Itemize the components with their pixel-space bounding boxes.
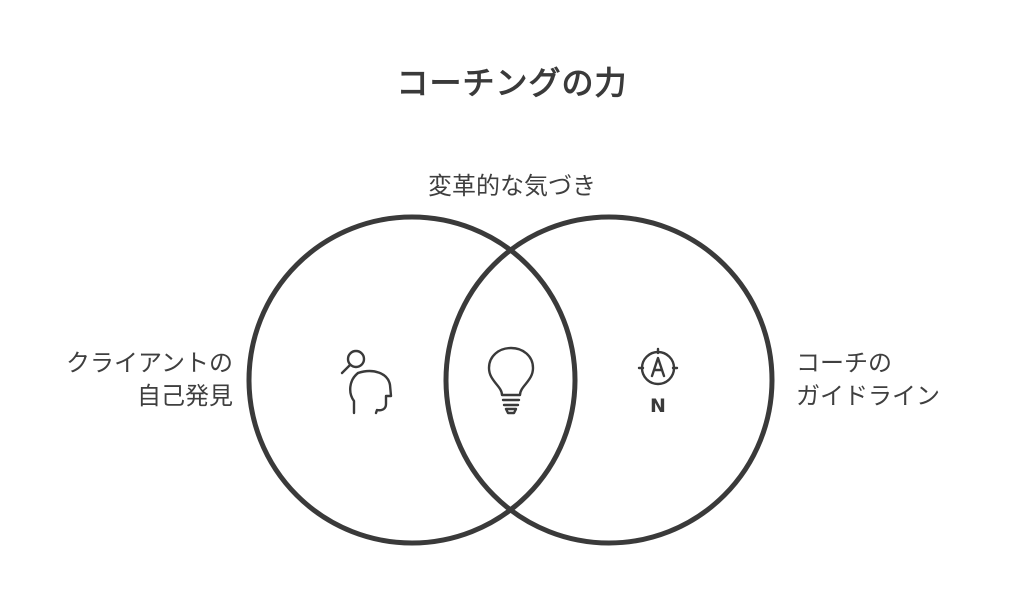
coach-circle [443, 214, 775, 546]
client-circle [246, 214, 578, 546]
right-circle-label: コーチの ガイドライン [796, 347, 1016, 413]
intersection-label: 変革的な気づき [428, 172, 596, 200]
left-label-line-2: 自己発見 [137, 382, 233, 410]
right-label-line-2: ガイドライン [796, 382, 940, 410]
compass-icon: N [637, 347, 679, 417]
diagram-title: コーチングの力 [396, 64, 628, 102]
compass-north-letter: N [650, 395, 666, 417]
lightbulb-icon [487, 346, 535, 415]
left-circle-label: クライアントの 自己発見 [20, 347, 233, 413]
right-label-line-1: コーチの [796, 349, 892, 377]
left-label-line-1: クライアントの [65, 349, 233, 377]
head-search-icon [340, 349, 393, 415]
